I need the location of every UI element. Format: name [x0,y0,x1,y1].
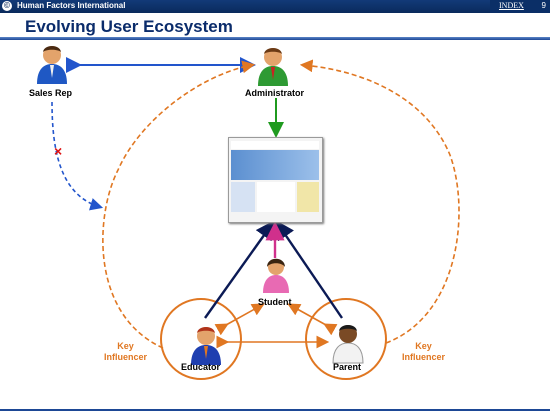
key-influencer-left-label: Key Influencer [104,341,148,362]
parent-website-line [275,220,343,319]
administrator-icon [258,48,288,86]
website-hero-banner [231,150,319,180]
header-bar: © Human Factors International INDEX 9 [0,0,550,13]
title-divider [0,37,550,40]
educator-website-line [204,220,275,319]
student-icon [263,258,289,293]
educator-label: Educator [181,362,221,372]
influencer-arc-left [102,60,256,349]
index-link[interactable]: INDEX [499,1,524,10]
page-number: 9 [541,1,546,10]
hfi-logo-icon: © [2,1,12,11]
educator-icon [191,327,221,365]
sales-rep-label: Sales Rep [29,88,73,98]
website-sidebar [231,182,255,212]
blocked-marker-icon: × [54,143,63,159]
slide-title: Evolving User Ecosystem [25,17,233,36]
parent-label: Parent [333,362,362,372]
website-screenshot [228,137,323,223]
student-label: Student [258,297,292,307]
footer-divider [0,409,550,411]
website-content [257,182,295,212]
website-callout [297,182,319,212]
influencer-arc-right [299,59,460,344]
salesrep-dashed-arrow [51,101,104,211]
company-name: Human Factors International [17,1,126,10]
administrator-label: Administrator [245,88,305,98]
parent-student-arrow [287,303,338,336]
educator-student-arrow [214,303,265,336]
sales-rep-icon [37,46,67,84]
parent-icon [332,325,364,364]
index-box: INDEX 9 [490,0,550,13]
key-influencer-right-label: Key Influencer [402,341,446,362]
website-header-strip [231,141,319,149]
